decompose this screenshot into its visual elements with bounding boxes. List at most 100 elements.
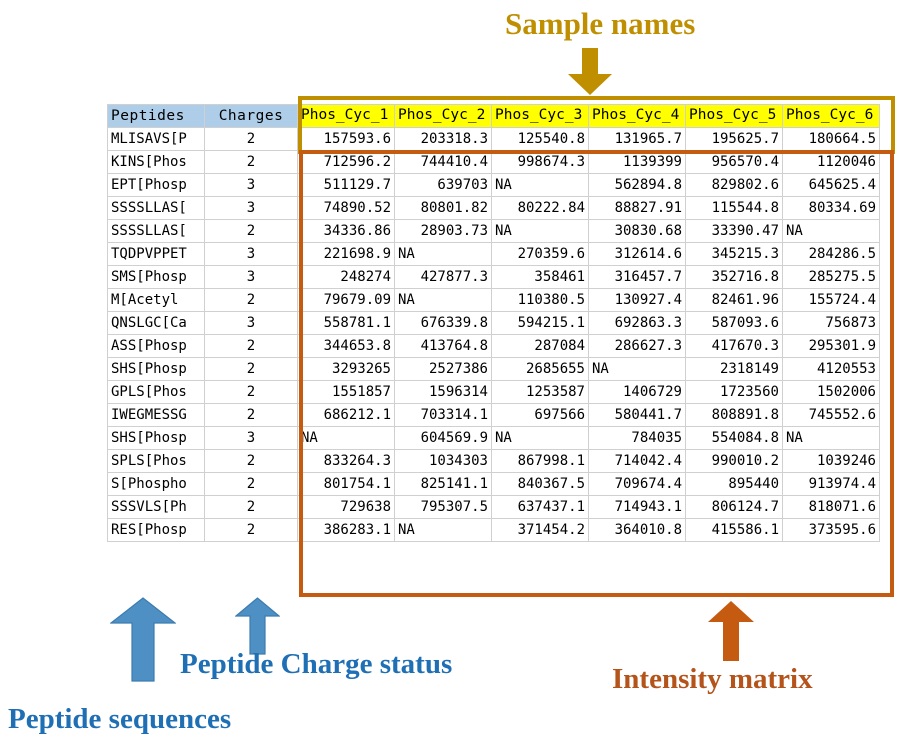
intensity-cell[interactable]: 895440 — [685, 472, 783, 496]
charge-cell[interactable]: 2 — [204, 150, 298, 174]
intensity-cell[interactable]: 562894.8 — [588, 173, 686, 197]
intensity-cell[interactable]: 417670.3 — [685, 334, 783, 358]
intensity-cell[interactable]: 80222.84 — [491, 196, 589, 220]
intensity-cell[interactable]: 2527386 — [394, 357, 492, 381]
intensity-cell[interactable]: 203318.3 — [394, 127, 492, 151]
intensity-cell[interactable]: 1551857 — [297, 380, 395, 404]
intensity-cell[interactable]: 371454.2 — [491, 518, 589, 542]
intensity-cell[interactable]: 130927.4 — [588, 288, 686, 312]
intensity-cell[interactable]: 115544.8 — [685, 196, 783, 220]
intensity-cell[interactable]: 818071.6 — [782, 495, 880, 519]
intensity-cell[interactable]: 427877.3 — [394, 265, 492, 289]
intensity-cell[interactable]: 345215.3 — [685, 242, 783, 266]
peptide-cell[interactable]: QNSLGC[Ca — [107, 311, 205, 335]
intensity-cell[interactable]: 221698.9 — [297, 242, 395, 266]
intensity-cell[interactable]: 2318149 — [685, 357, 783, 381]
intensity-cell[interactable]: 415586.1 — [685, 518, 783, 542]
intensity-cell[interactable]: 88827.91 — [588, 196, 686, 220]
peptide-cell[interactable]: SPLS[Phos — [107, 449, 205, 473]
intensity-cell[interactable]: 74890.52 — [297, 196, 395, 220]
peptide-cell[interactable]: SSSVLS[Ph — [107, 495, 205, 519]
intensity-cell[interactable]: 34336.86 — [297, 219, 395, 243]
intensity-cell[interactable]: 697566 — [491, 403, 589, 427]
intensity-cell[interactable]: NA — [782, 219, 880, 243]
intensity-cell[interactable]: 344653.8 — [297, 334, 395, 358]
intensity-cell[interactable]: NA — [394, 288, 492, 312]
intensity-cell[interactable]: NA — [491, 173, 589, 197]
peptide-cell[interactable]: M[Acetyl — [107, 288, 205, 312]
intensity-cell[interactable]: 1723560 — [685, 380, 783, 404]
intensity-cell[interactable]: 295301.9 — [782, 334, 880, 358]
charge-cell[interactable]: 2 — [204, 449, 298, 473]
intensity-cell[interactable]: 709674.4 — [588, 472, 686, 496]
intensity-cell[interactable]: 364010.8 — [588, 518, 686, 542]
intensity-cell[interactable]: 180664.5 — [782, 127, 880, 151]
intensity-cell[interactable]: 729638 — [297, 495, 395, 519]
intensity-cell[interactable]: 744410.4 — [394, 150, 492, 174]
intensity-cell[interactable]: 270359.6 — [491, 242, 589, 266]
column-header-sample-3[interactable]: Phos_Cyc_3 — [491, 104, 589, 128]
charge-cell[interactable]: 2 — [204, 288, 298, 312]
intensity-cell[interactable]: 511129.7 — [297, 173, 395, 197]
peptide-cell[interactable]: SMS[Phosp — [107, 265, 205, 289]
column-header-sample-1[interactable]: Phos_Cyc_1 — [297, 104, 395, 128]
peptide-cell[interactable]: GPLS[Phos — [107, 380, 205, 404]
intensity-cell[interactable]: 80801.82 — [394, 196, 492, 220]
charge-cell[interactable]: 2 — [204, 380, 298, 404]
intensity-cell[interactable]: NA — [491, 426, 589, 450]
column-header-sample-4[interactable]: Phos_Cyc_4 — [588, 104, 686, 128]
intensity-cell[interactable]: 587093.6 — [685, 311, 783, 335]
intensity-cell[interactable]: 1596314 — [394, 380, 492, 404]
peptide-cell[interactable]: EPT[Phosp — [107, 173, 205, 197]
intensity-cell[interactable]: 33390.47 — [685, 219, 783, 243]
intensity-cell[interactable]: 867998.1 — [491, 449, 589, 473]
intensity-cell[interactable]: 604569.9 — [394, 426, 492, 450]
intensity-cell[interactable]: NA — [297, 426, 395, 450]
intensity-cell[interactable]: 745552.6 — [782, 403, 880, 427]
intensity-cell[interactable]: 808891.8 — [685, 403, 783, 427]
intensity-cell[interactable]: 801754.1 — [297, 472, 395, 496]
intensity-cell[interactable]: 1502006 — [782, 380, 880, 404]
intensity-cell[interactable]: 806124.7 — [685, 495, 783, 519]
intensity-cell[interactable]: 157593.6 — [297, 127, 395, 151]
charge-cell[interactable]: 2 — [204, 472, 298, 496]
intensity-cell[interactable]: 833264.3 — [297, 449, 395, 473]
intensity-cell[interactable]: NA — [782, 426, 880, 450]
charge-cell[interactable]: 2 — [204, 334, 298, 358]
intensity-cell[interactable]: 956570.4 — [685, 150, 783, 174]
peptide-cell[interactable]: S[Phospho — [107, 472, 205, 496]
intensity-cell[interactable]: 284286.5 — [782, 242, 880, 266]
charge-cell[interactable]: 3 — [204, 426, 298, 450]
peptide-cell[interactable]: SHS[Phosp — [107, 426, 205, 450]
charge-cell[interactable]: 2 — [204, 403, 298, 427]
column-header-charges[interactable]: Charges — [204, 104, 298, 128]
intensity-cell[interactable]: 248274 — [297, 265, 395, 289]
intensity-cell[interactable]: 30830.68 — [588, 219, 686, 243]
peptide-cell[interactable]: IWEGMESSG — [107, 403, 205, 427]
peptide-cell[interactable]: SSSSLLAS[ — [107, 219, 205, 243]
intensity-cell[interactable]: 756873 — [782, 311, 880, 335]
intensity-cell[interactable]: 712596.2 — [297, 150, 395, 174]
intensity-cell[interactable]: 692863.3 — [588, 311, 686, 335]
intensity-cell[interactable]: 195625.7 — [685, 127, 783, 151]
intensity-cell[interactable]: 386283.1 — [297, 518, 395, 542]
intensity-cell[interactable]: 990010.2 — [685, 449, 783, 473]
column-header-sample-5[interactable]: Phos_Cyc_5 — [685, 104, 783, 128]
intensity-cell[interactable]: 125540.8 — [491, 127, 589, 151]
charge-cell[interactable]: 3 — [204, 265, 298, 289]
charge-cell[interactable]: 2 — [204, 127, 298, 151]
column-header-sample-2[interactable]: Phos_Cyc_2 — [394, 104, 492, 128]
charge-cell[interactable]: 3 — [204, 196, 298, 220]
peptide-cell[interactable]: MLISAVS[P — [107, 127, 205, 151]
intensity-cell[interactable]: 1406729 — [588, 380, 686, 404]
peptide-cell[interactable]: TQDPVPPET — [107, 242, 205, 266]
intensity-cell[interactable]: 358461 — [491, 265, 589, 289]
intensity-cell[interactable]: 998674.3 — [491, 150, 589, 174]
peptide-cell[interactable]: SHS[Phosp — [107, 357, 205, 381]
intensity-cell[interactable]: 155724.4 — [782, 288, 880, 312]
intensity-cell[interactable]: 316457.7 — [588, 265, 686, 289]
intensity-cell[interactable]: NA — [394, 518, 492, 542]
intensity-cell[interactable]: 373595.6 — [782, 518, 880, 542]
intensity-cell[interactable]: 714943.1 — [588, 495, 686, 519]
intensity-cell[interactable]: 413764.8 — [394, 334, 492, 358]
